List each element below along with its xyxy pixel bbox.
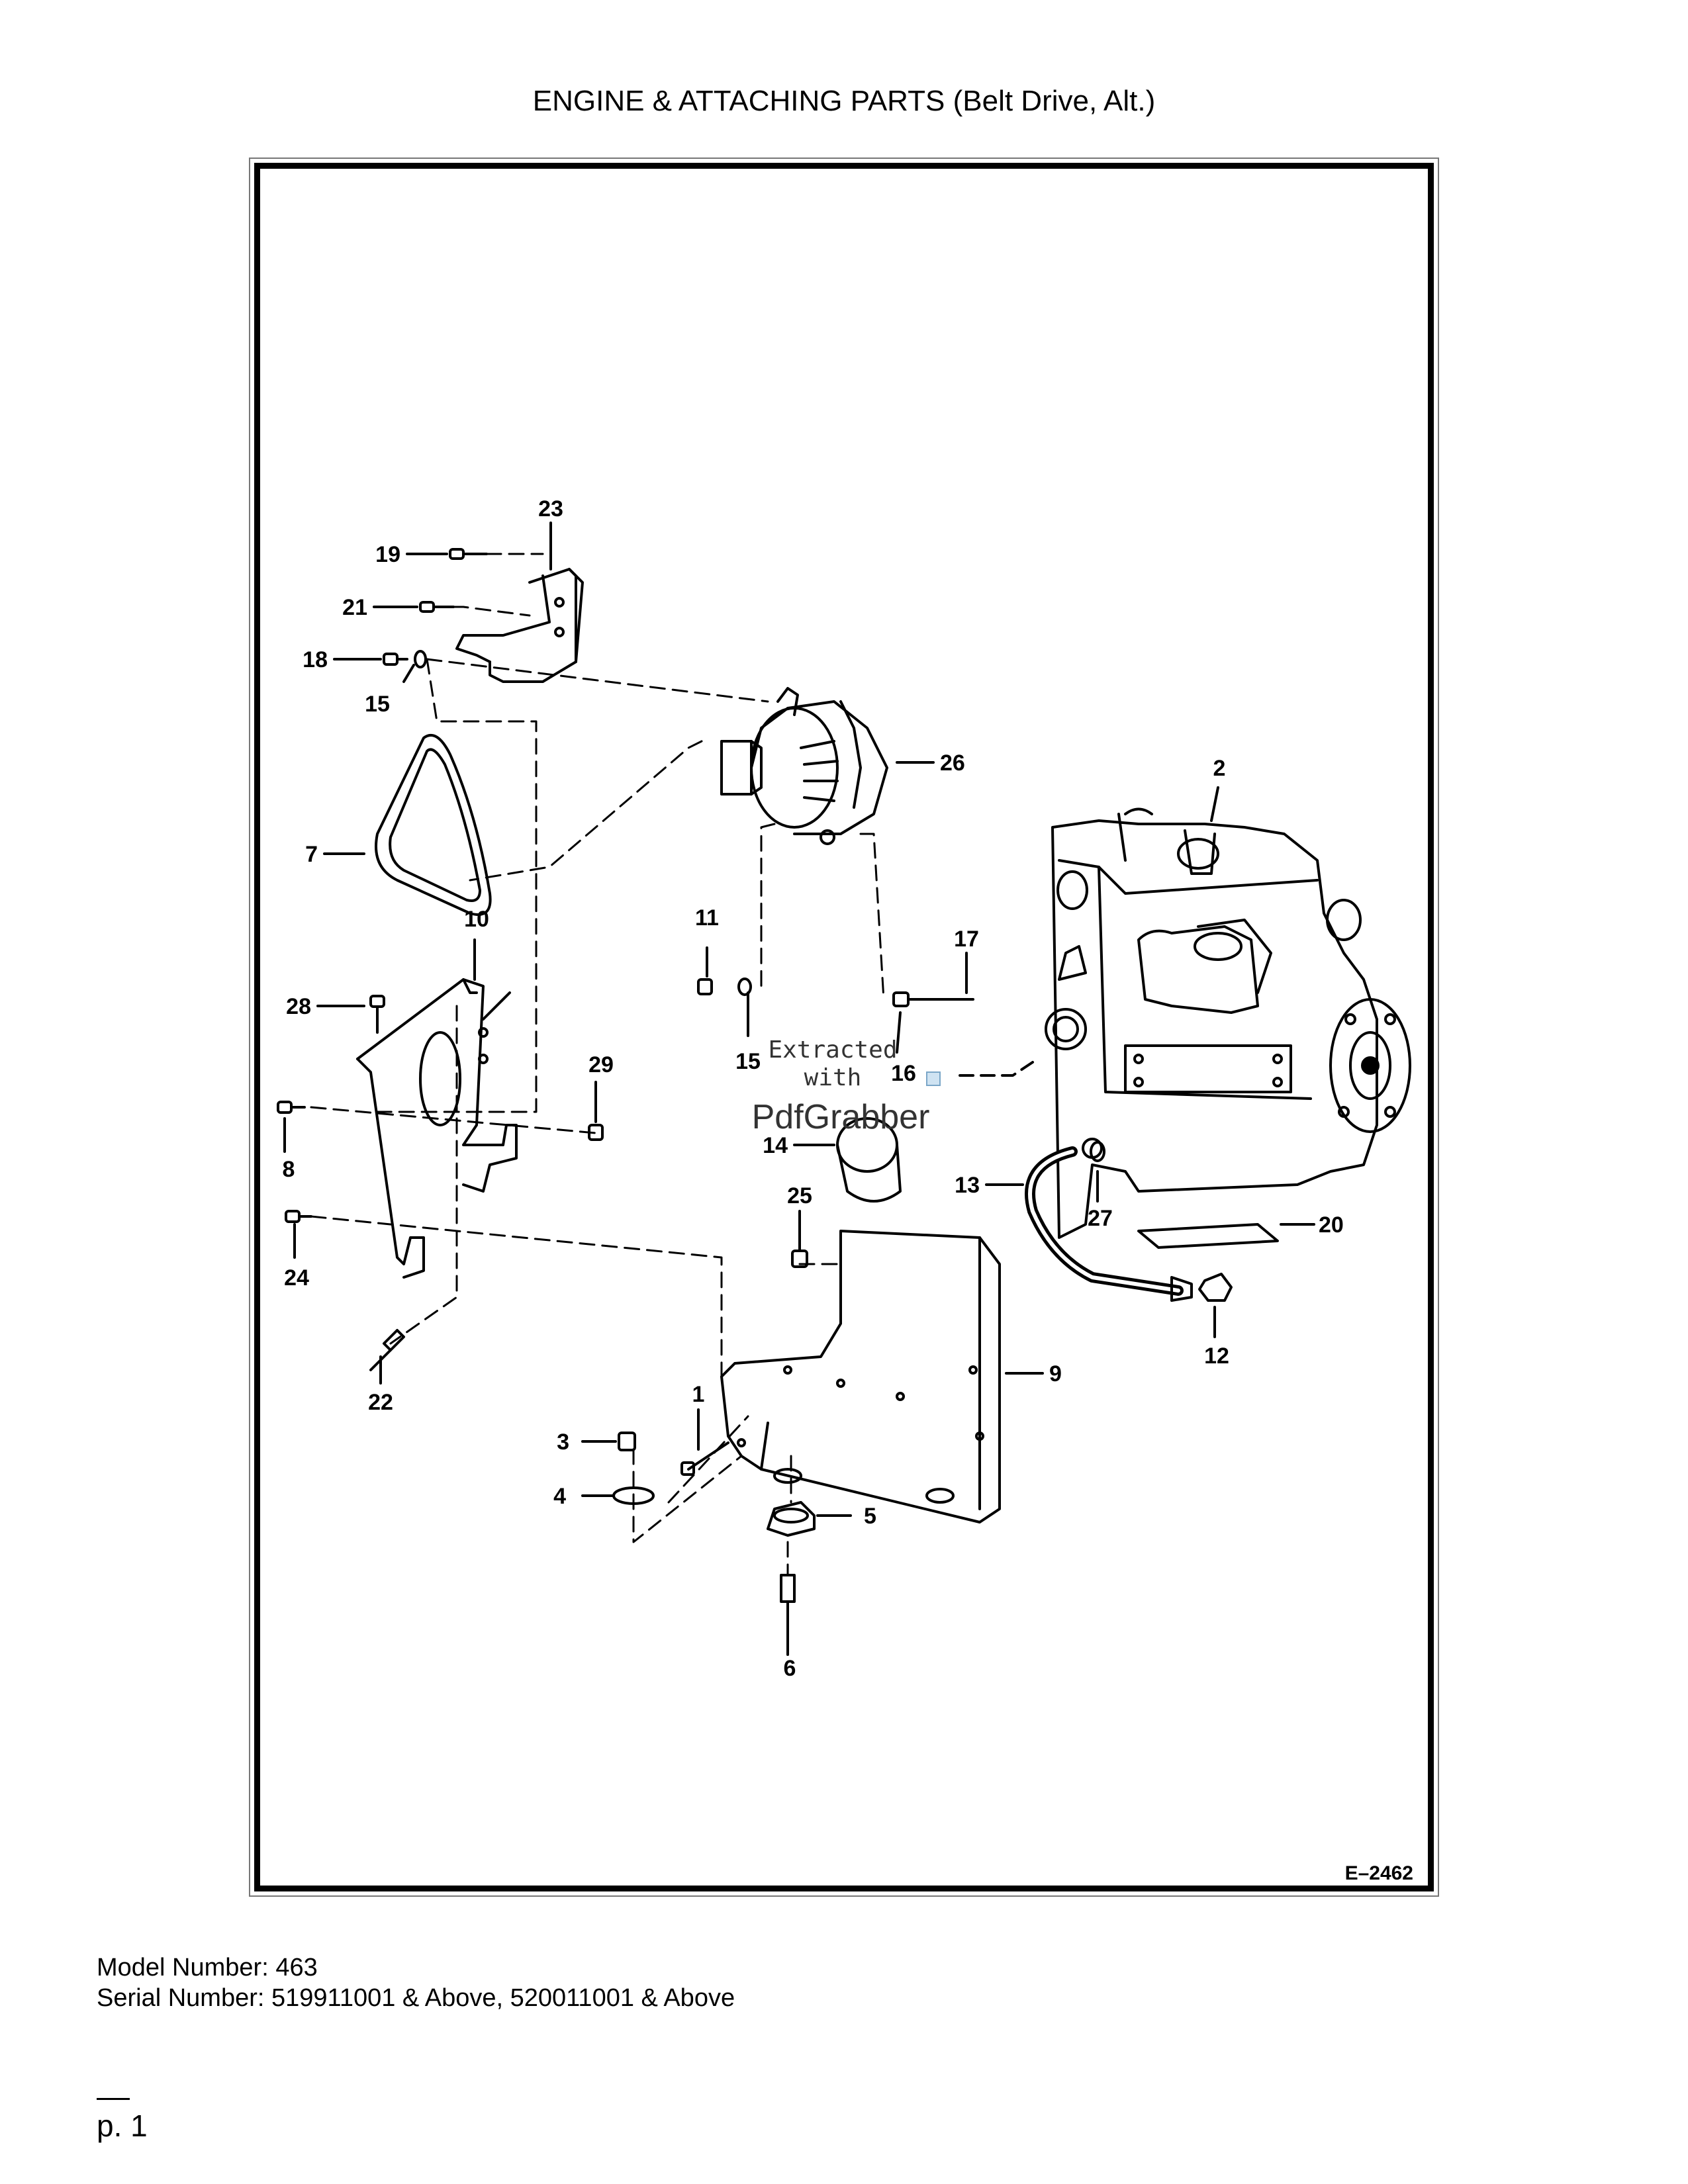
callout-7: 7 [305,842,318,867]
serial-number: Serial Number: 519911001 & Above, 520011… [97,1984,735,2012]
callout-18: 18 [303,647,328,672]
callout-6: 6 [784,1656,796,1681]
callout-14: 14 [763,1133,788,1158]
callout-15-upper: 15 [365,692,390,717]
callout-29: 29 [588,1052,614,1077]
callout-17: 17 [954,927,979,952]
watermark-brand: PdfGrabber [752,1098,930,1136]
callout-5: 5 [864,1504,876,1529]
callout-26: 26 [940,751,965,776]
callout-25: 25 [787,1183,812,1208]
oil-filter [836,1117,902,1203]
watermark: Extracted with PdfGrabber [752,1036,941,1136]
assembly-lines [310,553,885,1576]
oil-filter-adapter [952,1008,1087,1077]
callout-9: 9 [1049,1361,1062,1387]
callout-27: 27 [1088,1206,1113,1231]
drive-belt [375,733,492,916]
figure-reference: E–2462 [1345,1862,1413,1884]
watermark-line-2: with [804,1064,862,1091]
diagram-frame [254,163,1434,1891]
fasteners [277,548,1233,1656]
callout-1: 1 [692,1382,705,1407]
leader-lines [283,522,1315,1656]
model-number: Model Number: 463 [97,1954,318,1981]
diagram-frame-outer [249,158,1439,1897]
engine-block [1051,807,1411,1239]
callout-19: 19 [375,542,400,567]
callout-13: 13 [955,1173,980,1198]
watermark-logo-icon [926,1071,941,1086]
watermark-line-1: Extracted [768,1036,897,1064]
callout-12: 12 [1204,1343,1229,1369]
callout-23: 23 [538,496,563,522]
callout-20: 20 [1319,1212,1344,1238]
callout-28: 28 [286,994,311,1019]
callout-8: 8 [283,1157,295,1182]
callout-16: 16 [891,1061,916,1086]
alternator-upper-bracket [455,568,584,683]
callout-21: 21 [342,595,367,620]
alternator [720,687,888,845]
callout-3: 3 [557,1430,569,1455]
engine-mount-plate [720,1230,1001,1524]
page-number-rule [97,2098,130,2100]
page-title: ENGINE & ATTACHING PARTS (Belt Drive, Al… [532,85,1156,117]
callout-10: 10 [464,907,489,932]
callout-labels: 23 19 21 18 15 26 2 7 10 11 17 28 15 29 … [283,496,1344,1681]
callout-15-lower: 15 [735,1049,761,1074]
callout-4: 4 [553,1484,566,1509]
alternator-lower-bracket [356,978,518,1279]
callout-11: 11 [695,905,719,931]
callout-22: 22 [368,1390,393,1415]
page-number: p. 1 [97,2109,148,2143]
callout-24: 24 [284,1265,309,1291]
callout-2: 2 [1213,756,1226,781]
oil-hose [1025,1138,1193,1302]
gasket [1137,1223,1279,1249]
